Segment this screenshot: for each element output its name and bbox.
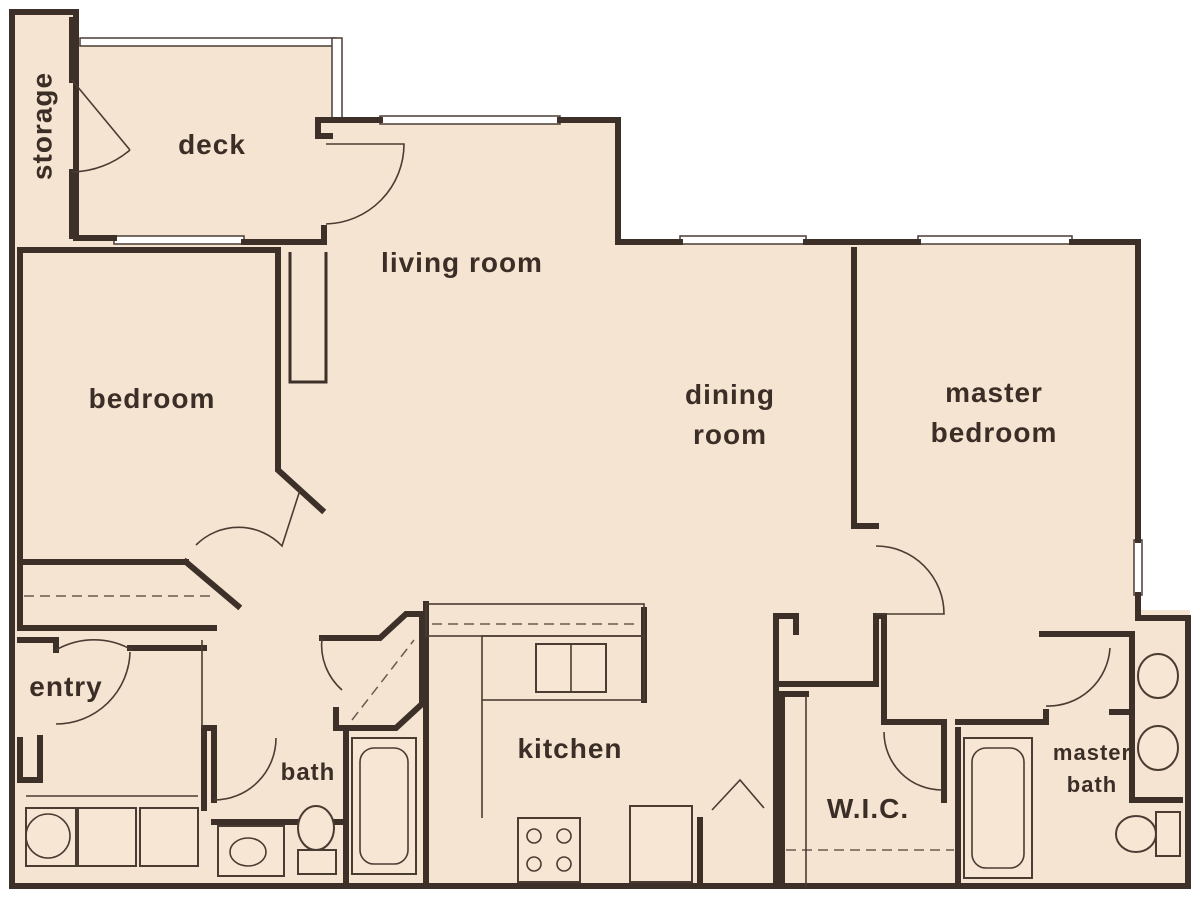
room-labels: storage deck living room bedroom dining …	[26, 72, 1131, 824]
label-master-bath-line1: master	[1053, 740, 1131, 765]
label-dining-line2: room	[693, 419, 767, 450]
label-bedroom: bedroom	[89, 383, 216, 414]
doors	[55, 79, 1111, 811]
label-master-bedroom-line2: bedroom	[931, 417, 1058, 448]
label-deck: deck	[178, 129, 246, 160]
label-master-bath-line2: bath	[1067, 772, 1117, 797]
label-bath: bath	[281, 759, 336, 786]
label-storage: storage	[26, 72, 57, 180]
label-master-bedroom-line1: master	[945, 377, 1043, 408]
label-living-room: living room	[381, 247, 543, 278]
fixtures	[24, 595, 1181, 886]
label-kitchen: kitchen	[517, 733, 622, 764]
exterior-walls	[9, 9, 1191, 889]
label-dining-line1: dining	[685, 379, 775, 410]
label-wic: W.I.C.	[827, 793, 909, 824]
windows	[79, 37, 1143, 596]
label-entry: entry	[29, 671, 102, 702]
